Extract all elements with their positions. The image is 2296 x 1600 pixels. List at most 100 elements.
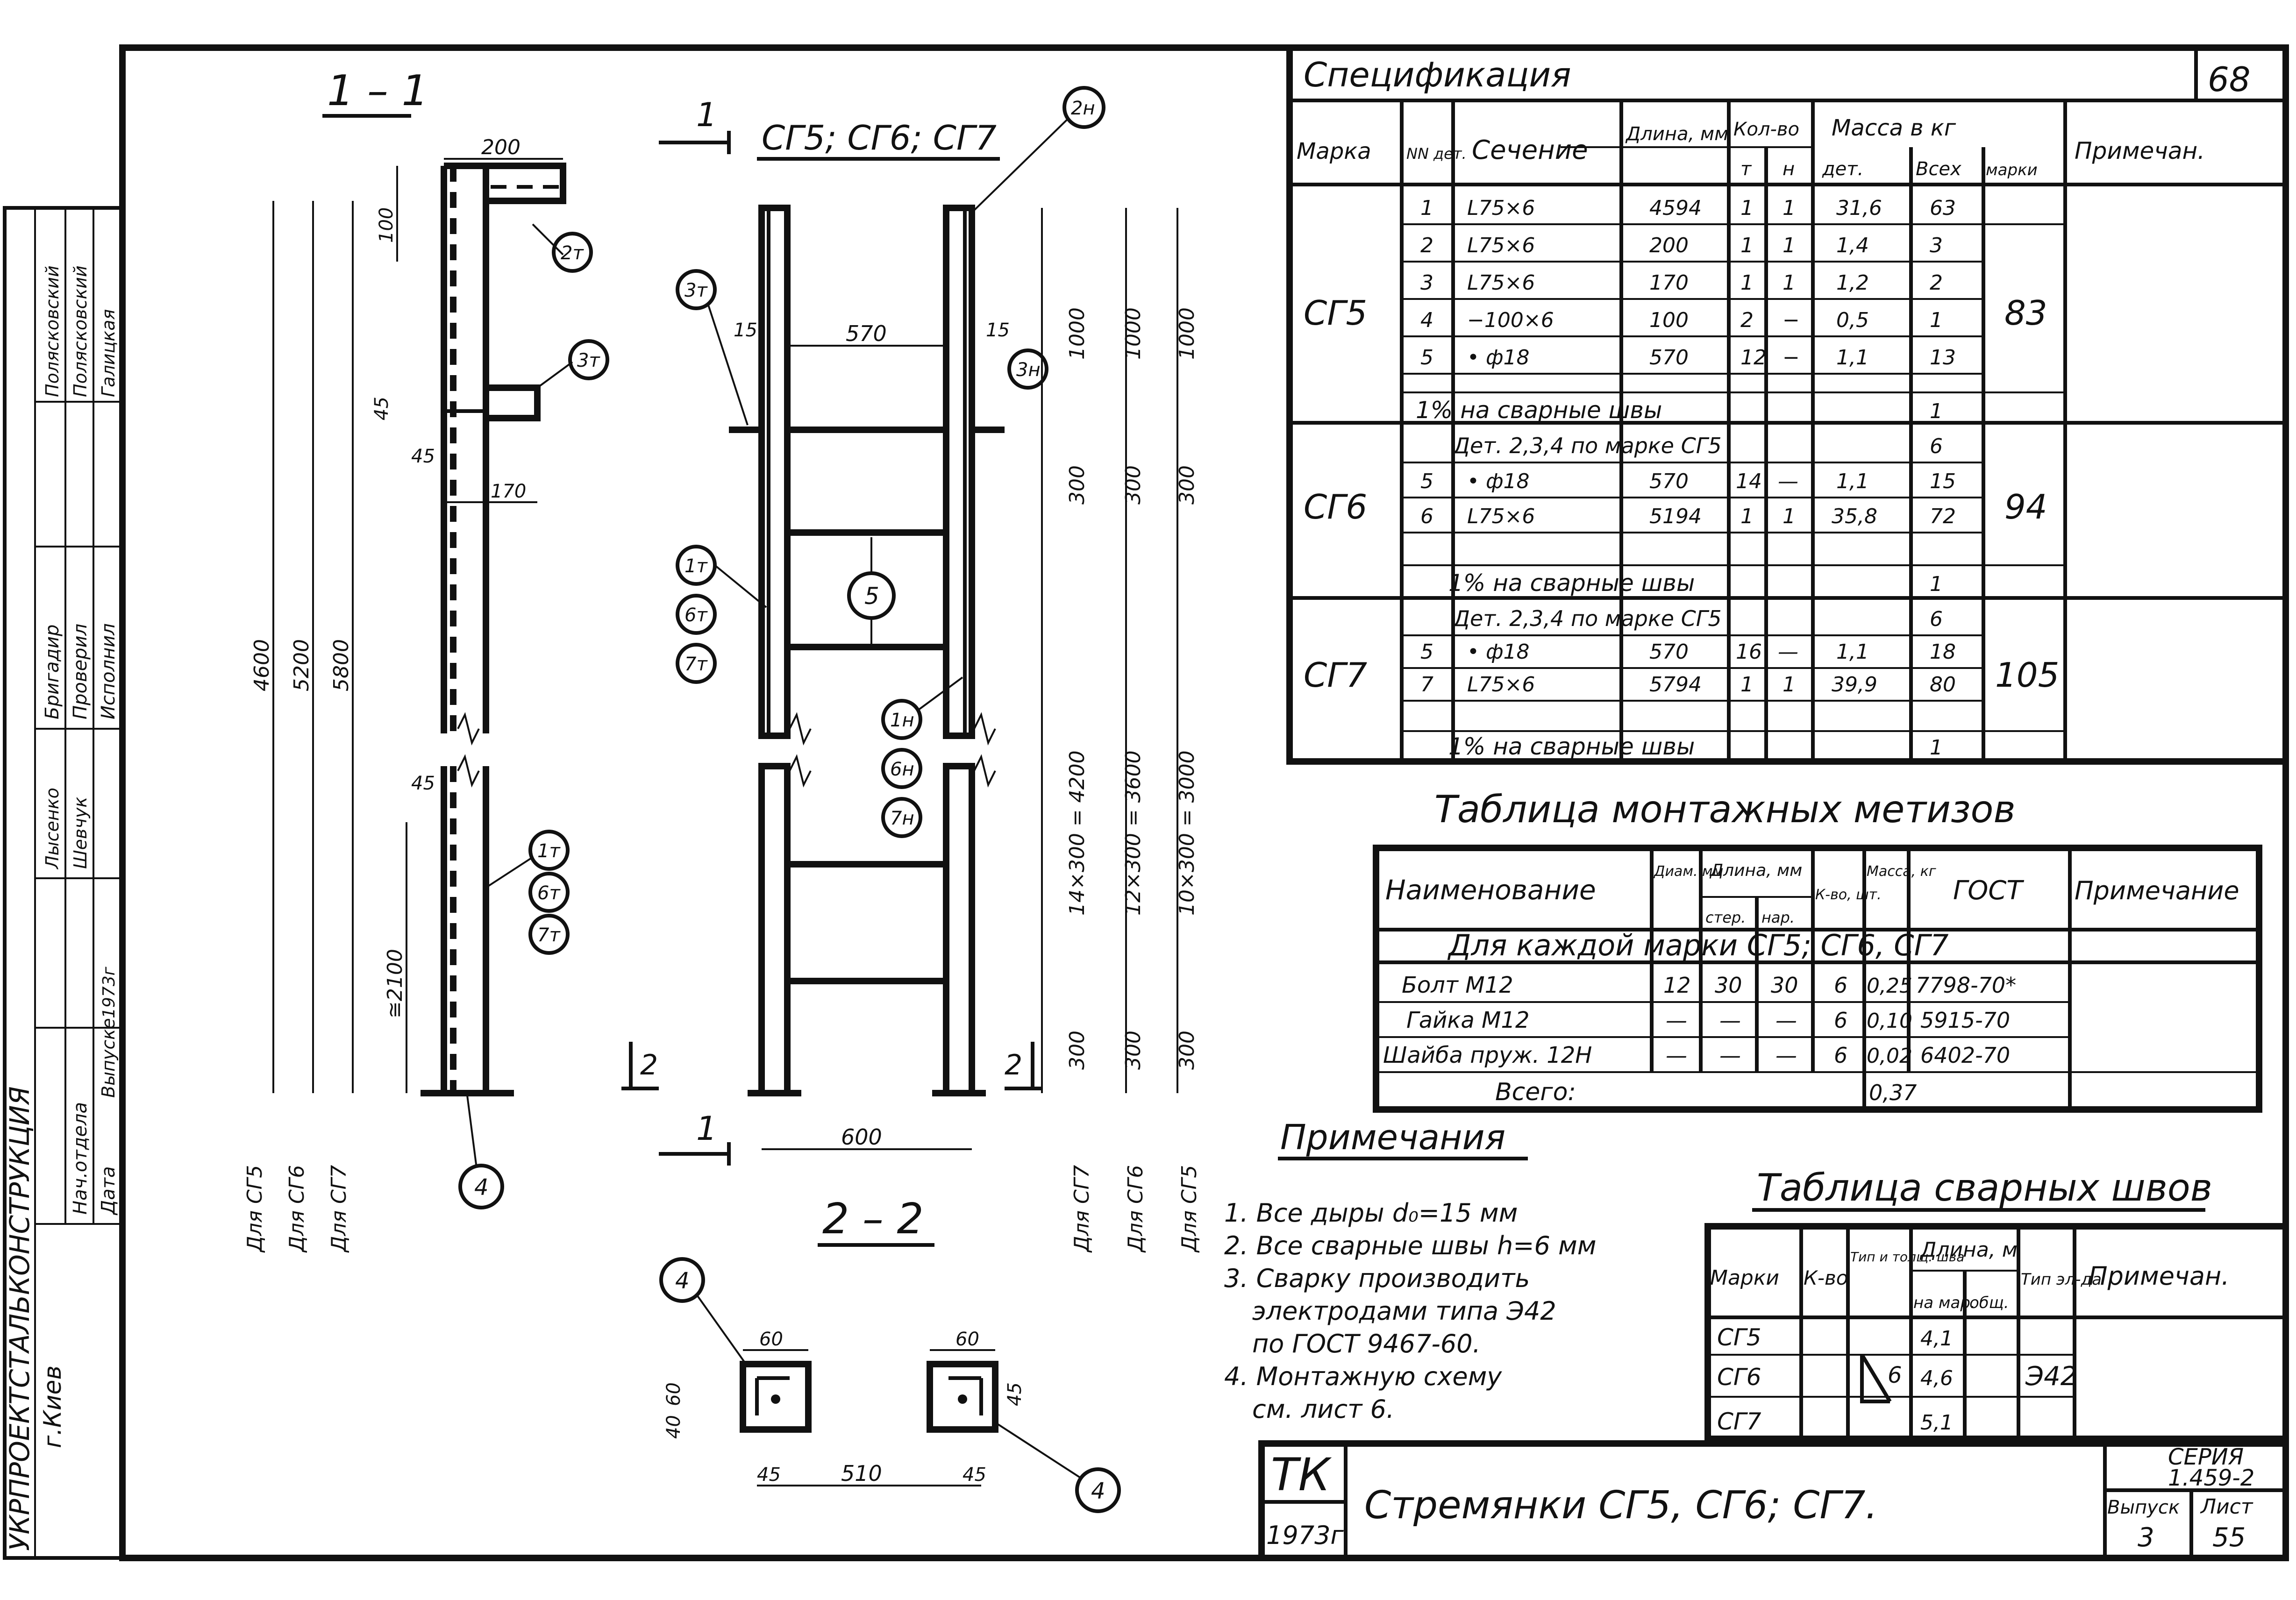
- spec-cell: • ф18: [1467, 346, 1530, 370]
- dim-300-d: 300: [1065, 1031, 1089, 1070]
- weld-row-2: СГ7 5,1: [1717, 1408, 1953, 1435]
- fast-hdr-len-nar: нар.: [1761, 909, 1795, 926]
- note-line-2: 3. Сварку производить: [1224, 1264, 1530, 1293]
- spec-hdr-mass-all: Всех: [1916, 158, 1961, 180]
- fast-cell: 30: [1771, 973, 1798, 998]
- spec-cell: 15: [1930, 469, 1956, 493]
- dim-3600: 12×300 = 3600: [1121, 750, 1145, 916]
- spec-cell: 80: [1930, 673, 1956, 697]
- spec-cell: 4: [1420, 308, 1433, 332]
- spec-cg5-row-3: 4 −100×6 100 2 − 0,5 1: [1402, 308, 1983, 337]
- stamp-role-3: Исполнил: [98, 623, 119, 719]
- spec-cell: 16: [1736, 640, 1762, 664]
- fast-cell: 0,25: [1867, 974, 1912, 998]
- spec-cell: 5: [1420, 469, 1433, 493]
- spec-cell: 2: [1930, 271, 1943, 295]
- fast-hdr-diam: Диам. мм: [1653, 863, 1723, 880]
- cut-2-right: 2: [1005, 1049, 1022, 1081]
- for-cg6-right: Для СГ6: [1124, 1165, 1148, 1253]
- weld-row-0: СГ5 4,1: [1717, 1324, 1953, 1351]
- spec-cell: L75×6: [1467, 271, 1535, 295]
- spec-cell: 1,4: [1836, 234, 1869, 257]
- fast-row-2: Шайба пруж. 12Н — — — 6 0,02 6402-70: [1383, 1042, 2010, 1068]
- spec-hdr-qty-t: т: [1740, 158, 1752, 180]
- cut-1-bottom: 1: [696, 1109, 717, 1148]
- for-cg6-left: Для СГ6: [285, 1165, 309, 1253]
- spec-cg7-row-0: 5 • ф18 570 16 — 1,1 18: [1402, 640, 1983, 669]
- fast-cell: —: [1775, 1008, 1797, 1033]
- spec-hdr-mass-mark: марки: [1986, 161, 2038, 179]
- spec-cell: 1: [1783, 196, 1796, 220]
- section-2-2-title: 2 – 2: [822, 1195, 924, 1244]
- callout-6t-a: 6т: [685, 604, 708, 626]
- dim-1000-a: 1000: [1065, 307, 1089, 360]
- spec-cell: 1: [1740, 271, 1754, 295]
- fillet-weld-icon: [1860, 1355, 1890, 1403]
- spec-cell: 570: [1649, 640, 1689, 664]
- spec-hdr-qty-n: н: [1783, 158, 1795, 180]
- dim-15-right: 15: [986, 320, 1010, 341]
- fasteners-title: Таблица монтажных метизов: [1434, 788, 2016, 831]
- spec-cell: 1: [1783, 234, 1796, 257]
- spec-cell: 5: [1420, 640, 1433, 664]
- dim-100: 100: [376, 207, 397, 243]
- fast-cell: —: [1719, 1008, 1741, 1033]
- spec-cell: L75×6: [1467, 196, 1535, 220]
- spec-cg6-row-1: 6 L75×6 5194 1 1 35,8 72: [1402, 505, 1983, 533]
- spec-cg5-row-0: 1 L75×6 4594 1 1 31,6 63: [1402, 196, 2065, 225]
- stamp-date: Дата: [98, 1166, 119, 1216]
- spec-cg7-ref-val: 6: [1930, 607, 1943, 631]
- callout-5: 5: [864, 583, 879, 610]
- elevation-title: СГ5; СГ6; СГ7: [762, 118, 997, 157]
- dim-170: 170: [491, 481, 526, 502]
- spec-cg5-row-4: 5 • ф18 570 12 − 1,1 13: [1402, 346, 1983, 375]
- spec-cell: • ф18: [1467, 469, 1530, 493]
- fast-cell: —: [1775, 1043, 1797, 1068]
- spec-cell: 5: [1420, 346, 1433, 370]
- spec-cell: 2: [1420, 234, 1433, 257]
- spec-hdr-mass-det: дет.: [1822, 158, 1863, 180]
- weld-hdr-qty: К-во: [1804, 1266, 1848, 1289]
- stamp-name-1: Полясковский: [70, 265, 91, 397]
- spec-cg5-weld-val: 1: [1930, 399, 1943, 423]
- dim-45-plan-right: 45: [963, 1464, 986, 1486]
- spec-cell: 570: [1649, 469, 1689, 493]
- stamp-year: 1973г: [100, 966, 119, 1018]
- for-cg7-left: Для СГ7: [327, 1165, 351, 1253]
- note-line-3: электродами типа Э42: [1252, 1296, 1556, 1326]
- fast-cell: 6402-70: [1920, 1043, 2010, 1068]
- stamp-name-4: Шевчук: [70, 797, 91, 869]
- spec-cell: 1: [1740, 505, 1754, 528]
- callout-6n: 6н: [890, 759, 914, 780]
- title-series-label: СЕРИЯ: [2168, 1444, 2244, 1470]
- spec-title: Спецификация: [1304, 55, 1571, 94]
- spec-cg6-ref: Дет. 2,3,4 по марке СГ5: [1452, 433, 1722, 458]
- spec-cg5-row-1: 2 L75×6 200 1 1 1,4 3: [1402, 234, 1983, 263]
- dim-300-a: 300: [1065, 465, 1089, 505]
- spec-hdr-qty: Кол-во: [1733, 119, 1799, 140]
- sheet-number: 68: [2208, 60, 2251, 99]
- spec-cg7-ref: Дет. 2,3,4 по марке СГ5: [1452, 606, 1722, 631]
- spec-cell: 1,2: [1836, 271, 1869, 295]
- spec-cg7-row-1: 7 L75×6 5794 1 1 39,9 80: [1402, 673, 1983, 702]
- fast-row-0: Болт М12 12 30 30 6 0,25 7798-70*: [1402, 972, 2016, 998]
- dim-300-c: 300: [1175, 465, 1199, 505]
- fast-cell: 0,02: [1867, 1044, 1912, 1068]
- spec-hdr-mark: Марка: [1297, 138, 1371, 164]
- spec-cell: 35,8: [1832, 505, 1877, 528]
- spec-cg7-total: 105: [1995, 655, 2059, 695]
- dim-4600: 4600: [250, 639, 274, 691]
- spec-cell: 18: [1930, 640, 1956, 664]
- fast-hdr-gost: ГОСТ: [1953, 875, 2024, 906]
- fast-hdr-mass: Масса, кг: [1867, 863, 1936, 880]
- cut-1-top: 1: [696, 96, 717, 134]
- title-sheet-label: Лист: [2200, 1495, 2253, 1519]
- spec-hdr-note: Примечан.: [2075, 137, 2205, 164]
- weld-hdr-length: Длина, м: [1919, 1238, 2018, 1262]
- weld-row-1: СГ6 4,6: [1717, 1364, 1953, 1391]
- dim-3000: 10×300 = 3000: [1175, 750, 1199, 916]
- note-line-6: см. лист 6.: [1252, 1394, 1394, 1424]
- spec-cell: 1: [1783, 505, 1796, 528]
- section-1-1-view: 1 – 1 200 100 45 45 170 45 4600 5: [243, 66, 609, 1253]
